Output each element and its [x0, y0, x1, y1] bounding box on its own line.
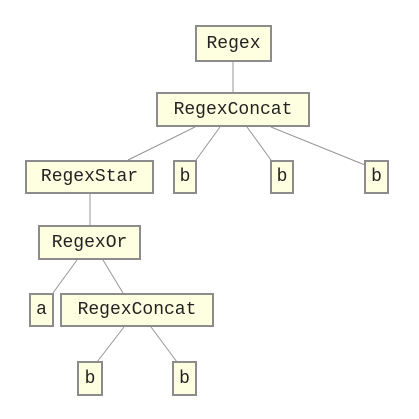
- node-regex-star: RegexStar: [25, 160, 154, 194]
- node-b-5: b: [172, 361, 197, 396]
- node-regex-concat-inner: RegexConcat: [60, 293, 214, 327]
- edge-concat-to-b3: [270, 126, 366, 166]
- node-b-4: b: [77, 361, 103, 396]
- node-b-2: b: [270, 160, 294, 194]
- node-b-1: b: [173, 160, 197, 194]
- edge-or-to-concat-inner: [102, 259, 124, 294]
- edge-concat-to-b1: [195, 126, 221, 161]
- edge-or-to-a: [52, 259, 78, 294]
- node-regex: Regex: [195, 25, 272, 62]
- edge-concat-to-b2: [246, 126, 272, 161]
- edge-concat-inner-to-b5: [150, 326, 178, 363]
- node-regex-or: RegexOr: [38, 225, 141, 260]
- edge-concat-inner-to-b4: [96, 326, 125, 363]
- node-b-3: b: [364, 160, 389, 194]
- edge-concat-to-star: [127, 126, 196, 161]
- node-regex-concat-top: RegexConcat: [156, 92, 310, 127]
- node-a: a: [29, 293, 54, 327]
